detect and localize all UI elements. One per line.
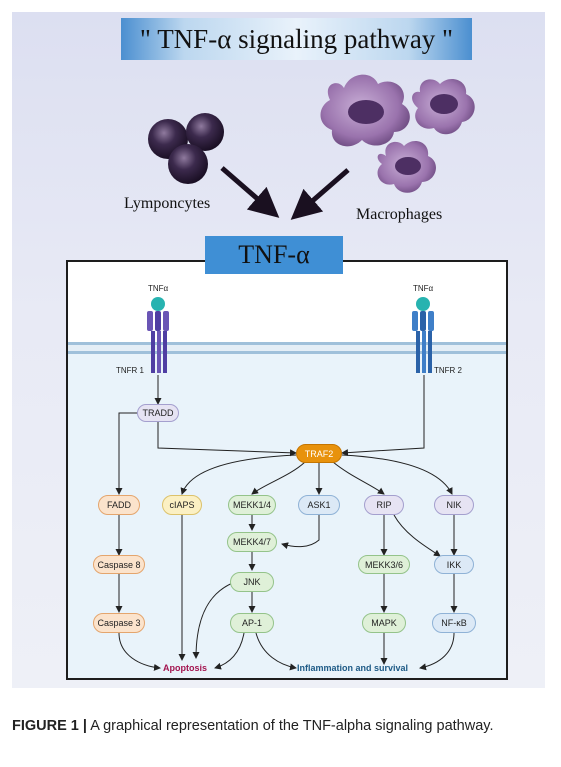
figure-caption: FIGURE 1 | A graphical representation of… <box>12 716 532 736</box>
title-banner: " TNF-α signaling pathway " <box>121 18 472 60</box>
macrophage-arrow <box>290 168 350 220</box>
node-traf2: TRAF2 <box>296 444 342 463</box>
node-mekk14: MEKK1/4 <box>228 495 276 515</box>
node-ciaps: cIAPS <box>162 495 202 515</box>
tnf-alpha-label: TNF-α <box>238 240 310 269</box>
outcome-inflammation-survival: Inflammation and survival <box>297 663 409 673</box>
macrophages-label: Macrophages <box>356 206 443 223</box>
node-ikk: IKK <box>434 555 474 574</box>
tnfr2-receptor-icon <box>412 297 434 373</box>
cell-membrane <box>68 342 506 354</box>
tnfa-ligand-label-1: TNFα <box>148 284 169 293</box>
macrophages-illustration <box>320 74 475 193</box>
tnfr1-label: TNFR 1 <box>116 366 144 375</box>
node-jnk: JNK <box>230 572 274 592</box>
node-rip: RIP <box>364 495 404 515</box>
lymphocyte-arrow <box>220 166 280 218</box>
tnfr2-label: TNFR 2 <box>434 366 462 375</box>
node-caspase8: Caspase 8 <box>93 555 145 574</box>
outcome-apoptosis: Apoptosis <box>163 663 207 673</box>
node-mekk36: MEKK3/6 <box>358 555 410 574</box>
diagram-title: " TNF-α signaling pathway " <box>139 23 454 54</box>
node-mapk: MAPK <box>362 613 406 633</box>
node-nik: NIK <box>434 495 474 515</box>
tnfr1-receptor-icon <box>147 297 169 373</box>
node-mekk47: MEKK4/7 <box>227 532 277 552</box>
node-caspase3: Caspase 3 <box>93 613 145 633</box>
lymphocytes-label: Lymponcytes <box>124 195 211 212</box>
lymphocytes-illustration <box>148 113 224 184</box>
node-fadd: FADD <box>98 495 140 515</box>
node-nfkb: NF-κB <box>432 613 476 633</box>
tnfa-ligand-label-2: TNFα <box>413 284 434 293</box>
caption-label: FIGURE 1 | <box>12 718 87 734</box>
caption-text: A graphical representation of the TNF-al… <box>86 718 494 734</box>
node-ask1: ASK1 <box>298 495 340 515</box>
node-tradd: TRADD <box>137 404 179 422</box>
node-ap1: AP-1 <box>230 613 274 633</box>
tnf-alpha-box: TNF-α <box>205 236 343 274</box>
